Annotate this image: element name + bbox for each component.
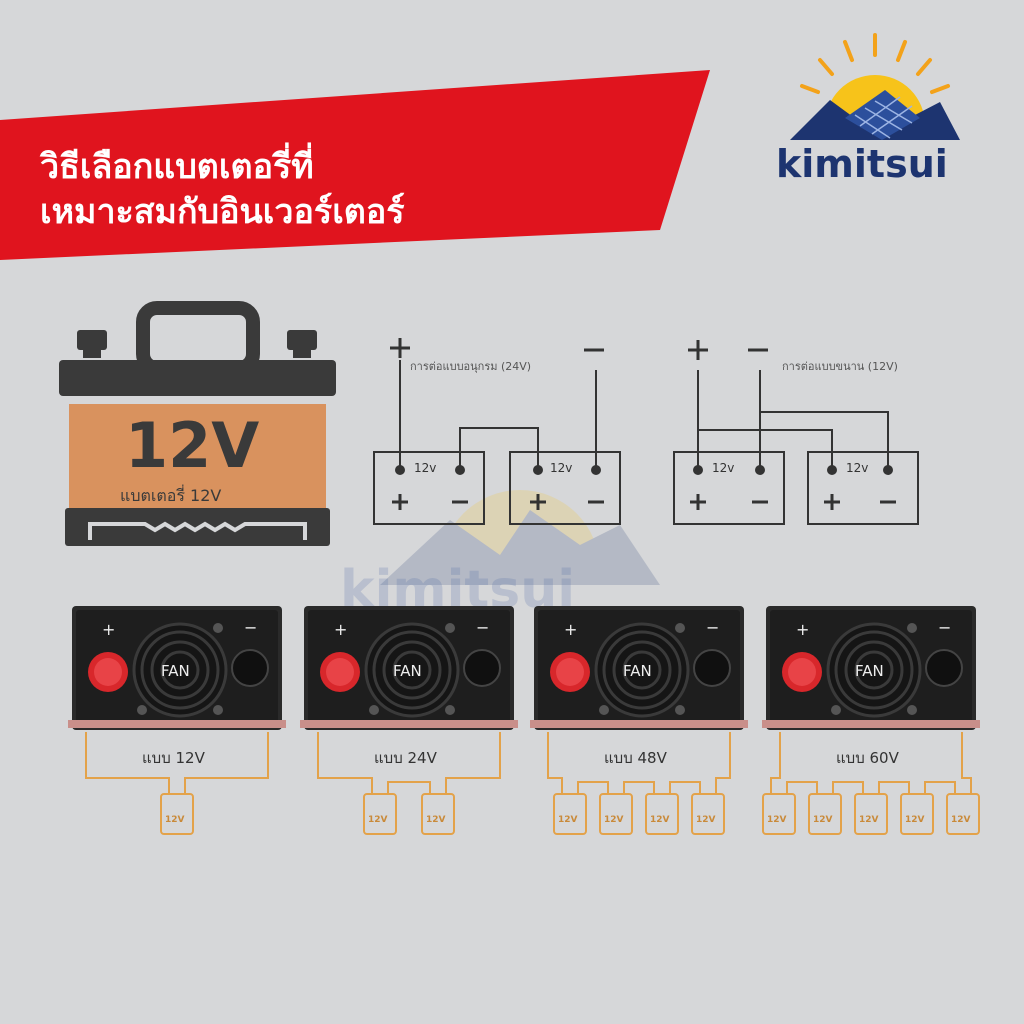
brand-name: kimitsui: [776, 142, 948, 186]
parallel-cell-2-label: 12v: [846, 461, 869, 475]
inverter-fan-label: FAN: [161, 662, 190, 680]
inverter-4-cell-4: 12V: [905, 815, 925, 825]
inverter-3-cell-4: 12V: [696, 815, 716, 825]
parallel-label: การต่อแบบขนาน (12V): [782, 360, 898, 373]
inverter-3-cell-2: 12V: [604, 815, 624, 825]
inverter-2-cell-2: 12V: [426, 815, 446, 825]
inverter-2-mode: แบบ 24V: [371, 746, 440, 770]
inverter-fan-label: FAN: [393, 662, 422, 680]
title-banner: [0, 70, 710, 260]
inverter-minus-label: −: [476, 618, 490, 637]
series-wiring-diagram: [373, 338, 621, 525]
inverter-4-mode: แบบ 60V: [833, 746, 902, 770]
inverter-3-cell-1: 12V: [558, 815, 578, 825]
banner-title-line1: วิธีเลือกแบตเตอรี่ที่: [40, 147, 314, 187]
inverter-fan-label: FAN: [855, 662, 884, 680]
inverter-3-mode: แบบ 48V: [601, 746, 670, 770]
inverter-1-mode: แบบ 12V: [139, 746, 208, 770]
series-cell-1-label: 12v: [414, 461, 437, 475]
battery-voltage: 12V: [125, 409, 260, 482]
inverter-plus-label: +: [564, 620, 578, 639]
inverter-plus-label: +: [334, 620, 348, 639]
inverter-4-cell-5: 12V: [951, 815, 971, 825]
banner-title-line2: เหมาะสมกับอินเวอร์เตอร์: [40, 192, 405, 232]
watermark-logo-icon: [380, 490, 660, 585]
inverter-2: [300, 606, 518, 730]
inverter-2-cell-1: 12V: [368, 815, 388, 825]
series-label: การต่อแบบอนุกรม (24V): [410, 360, 532, 373]
inverter-4-wiring: [762, 732, 980, 835]
inverter-1-cell-1: 12V: [165, 815, 185, 825]
battery-illustration: [59, 301, 336, 546]
battery-label: แบตเตอรี่ 12V: [120, 486, 222, 505]
inverter-4-cell-2: 12V: [813, 815, 833, 825]
inverter-plus-label: +: [102, 620, 116, 639]
inverter-minus-label: −: [706, 618, 720, 637]
parallel-wiring-diagram: [673, 340, 919, 525]
parallel-cell-1-label: 12v: [712, 461, 735, 475]
inverter-1: [68, 606, 286, 730]
inverter-4: [762, 606, 980, 730]
series-cell-2-label: 12v: [550, 461, 573, 475]
inverter-plus-label: +: [796, 620, 810, 639]
brand-logo-icon: [790, 33, 960, 140]
inverter-minus-label: −: [244, 618, 258, 637]
inverter-2-wiring: [317, 732, 501, 835]
inverter-1-wiring: [85, 732, 269, 835]
inverter-3-wiring: [547, 732, 731, 835]
inverter-4-cell-1: 12V: [767, 815, 787, 825]
inverter-3: [530, 606, 748, 730]
inverter-4-cell-3: 12V: [859, 815, 879, 825]
inverter-3-cell-3: 12V: [650, 815, 670, 825]
inverter-fan-label: FAN: [623, 662, 652, 680]
inverter-minus-label: −: [938, 618, 952, 637]
